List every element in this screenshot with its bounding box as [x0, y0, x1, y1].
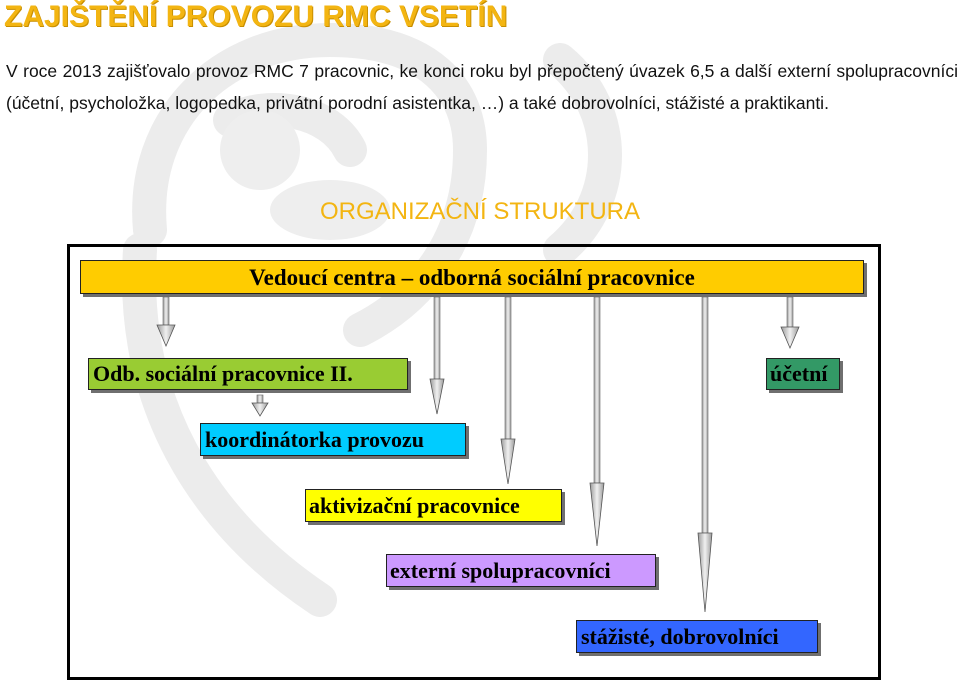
head-box: Vedoucí centra – odborná sociální pracov… [80, 260, 864, 294]
arrow-to-activation [500, 296, 516, 485]
social-worker-2-label: Odb. sociální pracovnice II. [93, 361, 353, 386]
coordinator-label: koordinátorka provozu [205, 426, 425, 452]
intro-paragraph: V roce 2013 zajišťovalo provoz RMC 7 pra… [6, 61, 958, 113]
interns-box: stážisté, dobrovolníci [576, 620, 818, 653]
org-chart-title: ORGANIZAČNÍ STRUKTURA [319, 198, 640, 225]
coordinator-box: koordinátorka provozu [200, 423, 466, 456]
arrow-to-accountant [780, 296, 800, 350]
accountant-label: účetní [770, 361, 828, 386]
head-label: Vedoucí centra – odborná sociální pracov… [249, 264, 695, 290]
interns-label: stážisté, dobrovolníci [581, 623, 779, 649]
arrow-to-column-1 [429, 296, 445, 415]
external-box: externí spolupracovníci [386, 554, 656, 587]
arrow-to-external [589, 296, 605, 547]
social-worker-2-box: Odb. sociální pracovnice II. [88, 358, 408, 390]
activation-box: aktivizační pracovnice [305, 489, 562, 522]
arrow-to-social-worker-2 [156, 296, 176, 348]
external-label: externí spolupracovníci [390, 557, 611, 583]
activation-label: aktivizační pracovnice [309, 492, 520, 518]
page-title: ZAJIŠTĚNÍ PROVOZU RMC VSETÍN [4, 0, 508, 33]
arrow-to-coordinator [251, 394, 269, 417]
accountant-box: účetní [766, 358, 840, 390]
org-chart-frame [67, 244, 881, 680]
arrow-to-interns [697, 296, 713, 613]
